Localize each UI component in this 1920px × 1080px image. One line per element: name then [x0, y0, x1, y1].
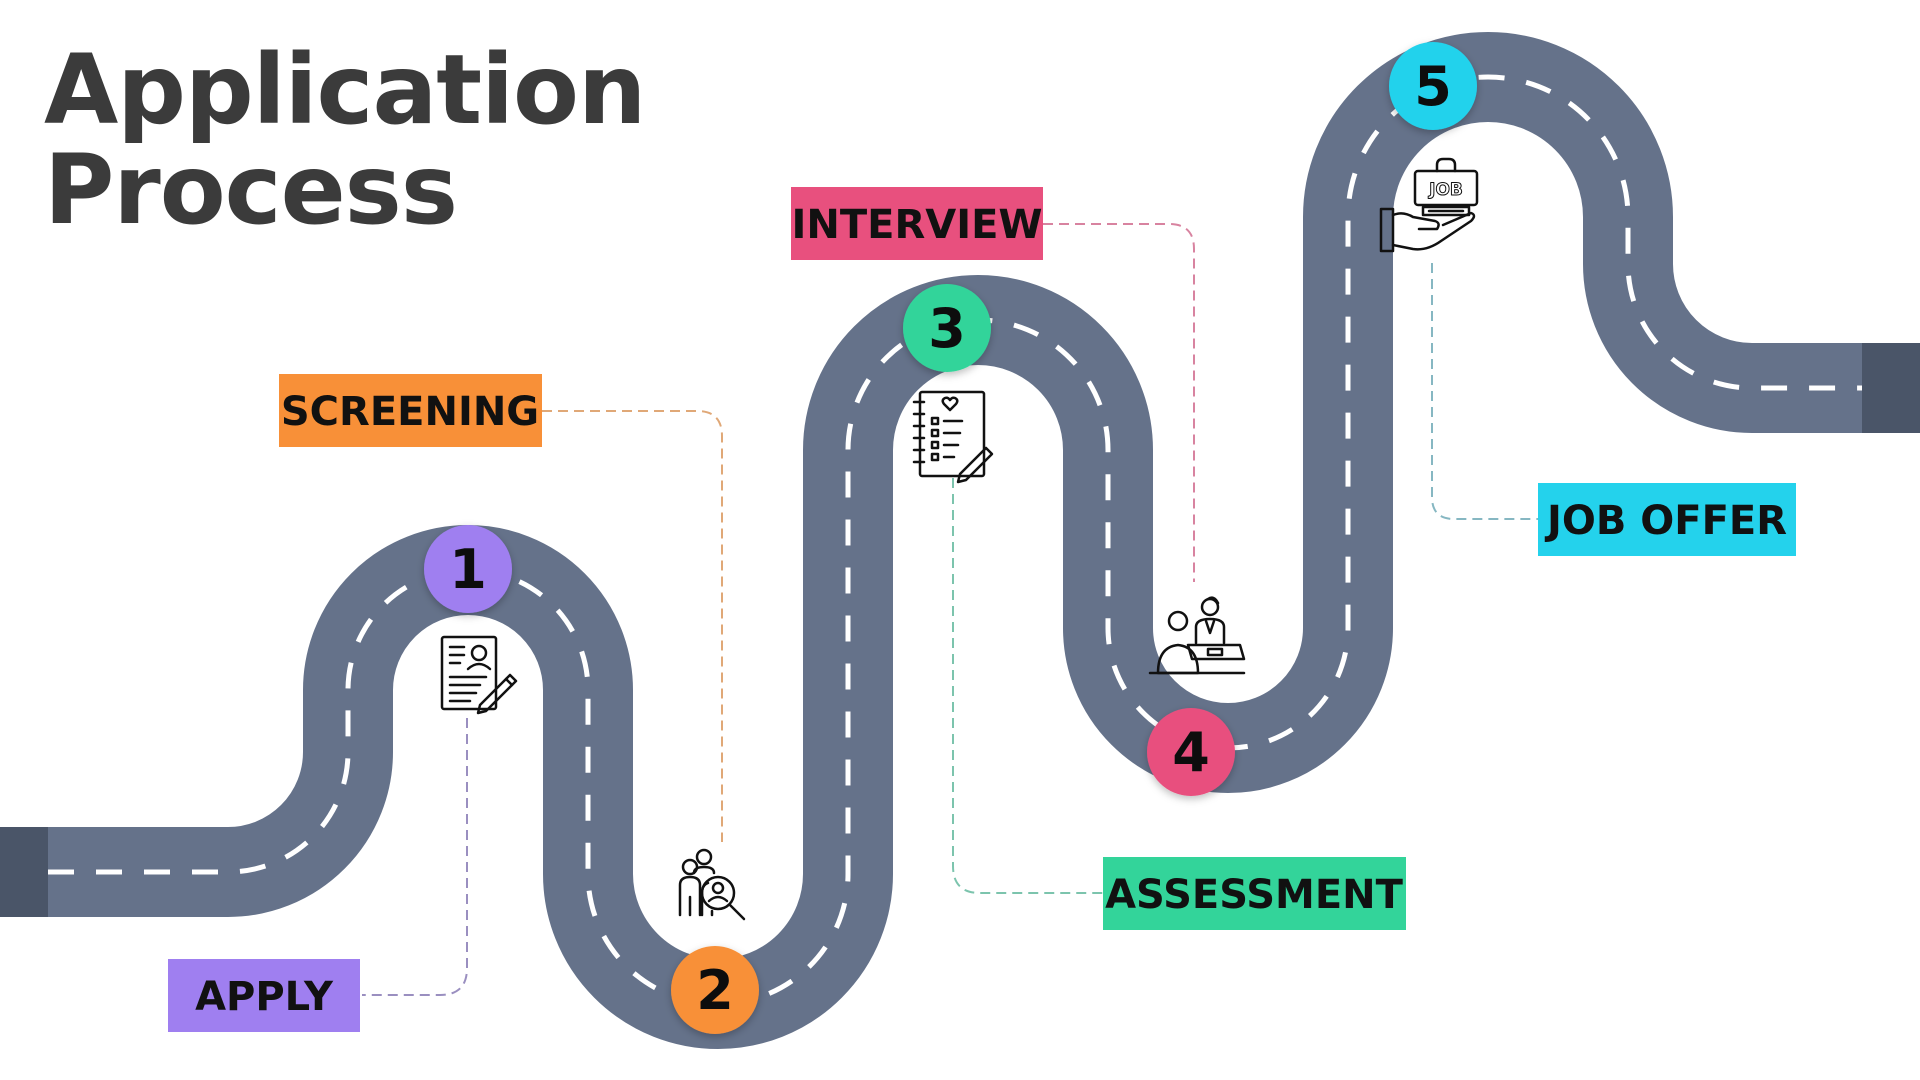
svg-text:JOB: JOB [1428, 180, 1463, 200]
label-job-offer-text: JOB OFFER [1544, 498, 1787, 544]
label-job-offer: JOB OFFER [1538, 483, 1796, 556]
label-interview: INTERVIEW [791, 187, 1043, 260]
step-badge-4: 4 [1147, 708, 1235, 796]
candidate-search-icon [678, 848, 746, 921]
interview-icon [1148, 596, 1246, 675]
step-number-2: 2 [696, 959, 734, 1022]
resume-icon [440, 635, 518, 715]
title-line-1: Application [44, 34, 646, 146]
title-line-2: Process [44, 134, 458, 246]
step-badge-5: 5 [1389, 42, 1477, 130]
step-number-4: 4 [1172, 721, 1210, 784]
step-number-3: 3 [928, 297, 966, 360]
step-badge-2: 2 [671, 946, 759, 1034]
label-assessment: ASSESSMENT [1103, 857, 1406, 930]
road-end-right [1862, 343, 1920, 433]
page-title: Application Process [44, 34, 646, 246]
label-screening: SCREENING [279, 374, 542, 447]
label-apply-text: APPLY [195, 974, 334, 1020]
connector-interview [1043, 223, 1195, 582]
step-badge-1: 1 [424, 525, 512, 613]
job-offer-icon: JOB [1379, 157, 1479, 253]
checklist-icon [912, 390, 994, 484]
connector-screening [542, 410, 723, 842]
label-screening-text: SCREENING [281, 389, 539, 435]
step-number-5: 5 [1414, 55, 1452, 118]
step-badge-3: 3 [903, 284, 991, 372]
step-number-1: 1 [449, 538, 487, 601]
road-end-left [0, 827, 48, 917]
connector-job-offer [1431, 263, 1538, 520]
connector-assessment [952, 478, 1103, 894]
label-assessment-text: ASSESSMENT [1105, 872, 1404, 918]
connector-apply [362, 718, 468, 996]
label-apply: APPLY [168, 959, 360, 1032]
label-interview-text: INTERVIEW [791, 202, 1042, 248]
